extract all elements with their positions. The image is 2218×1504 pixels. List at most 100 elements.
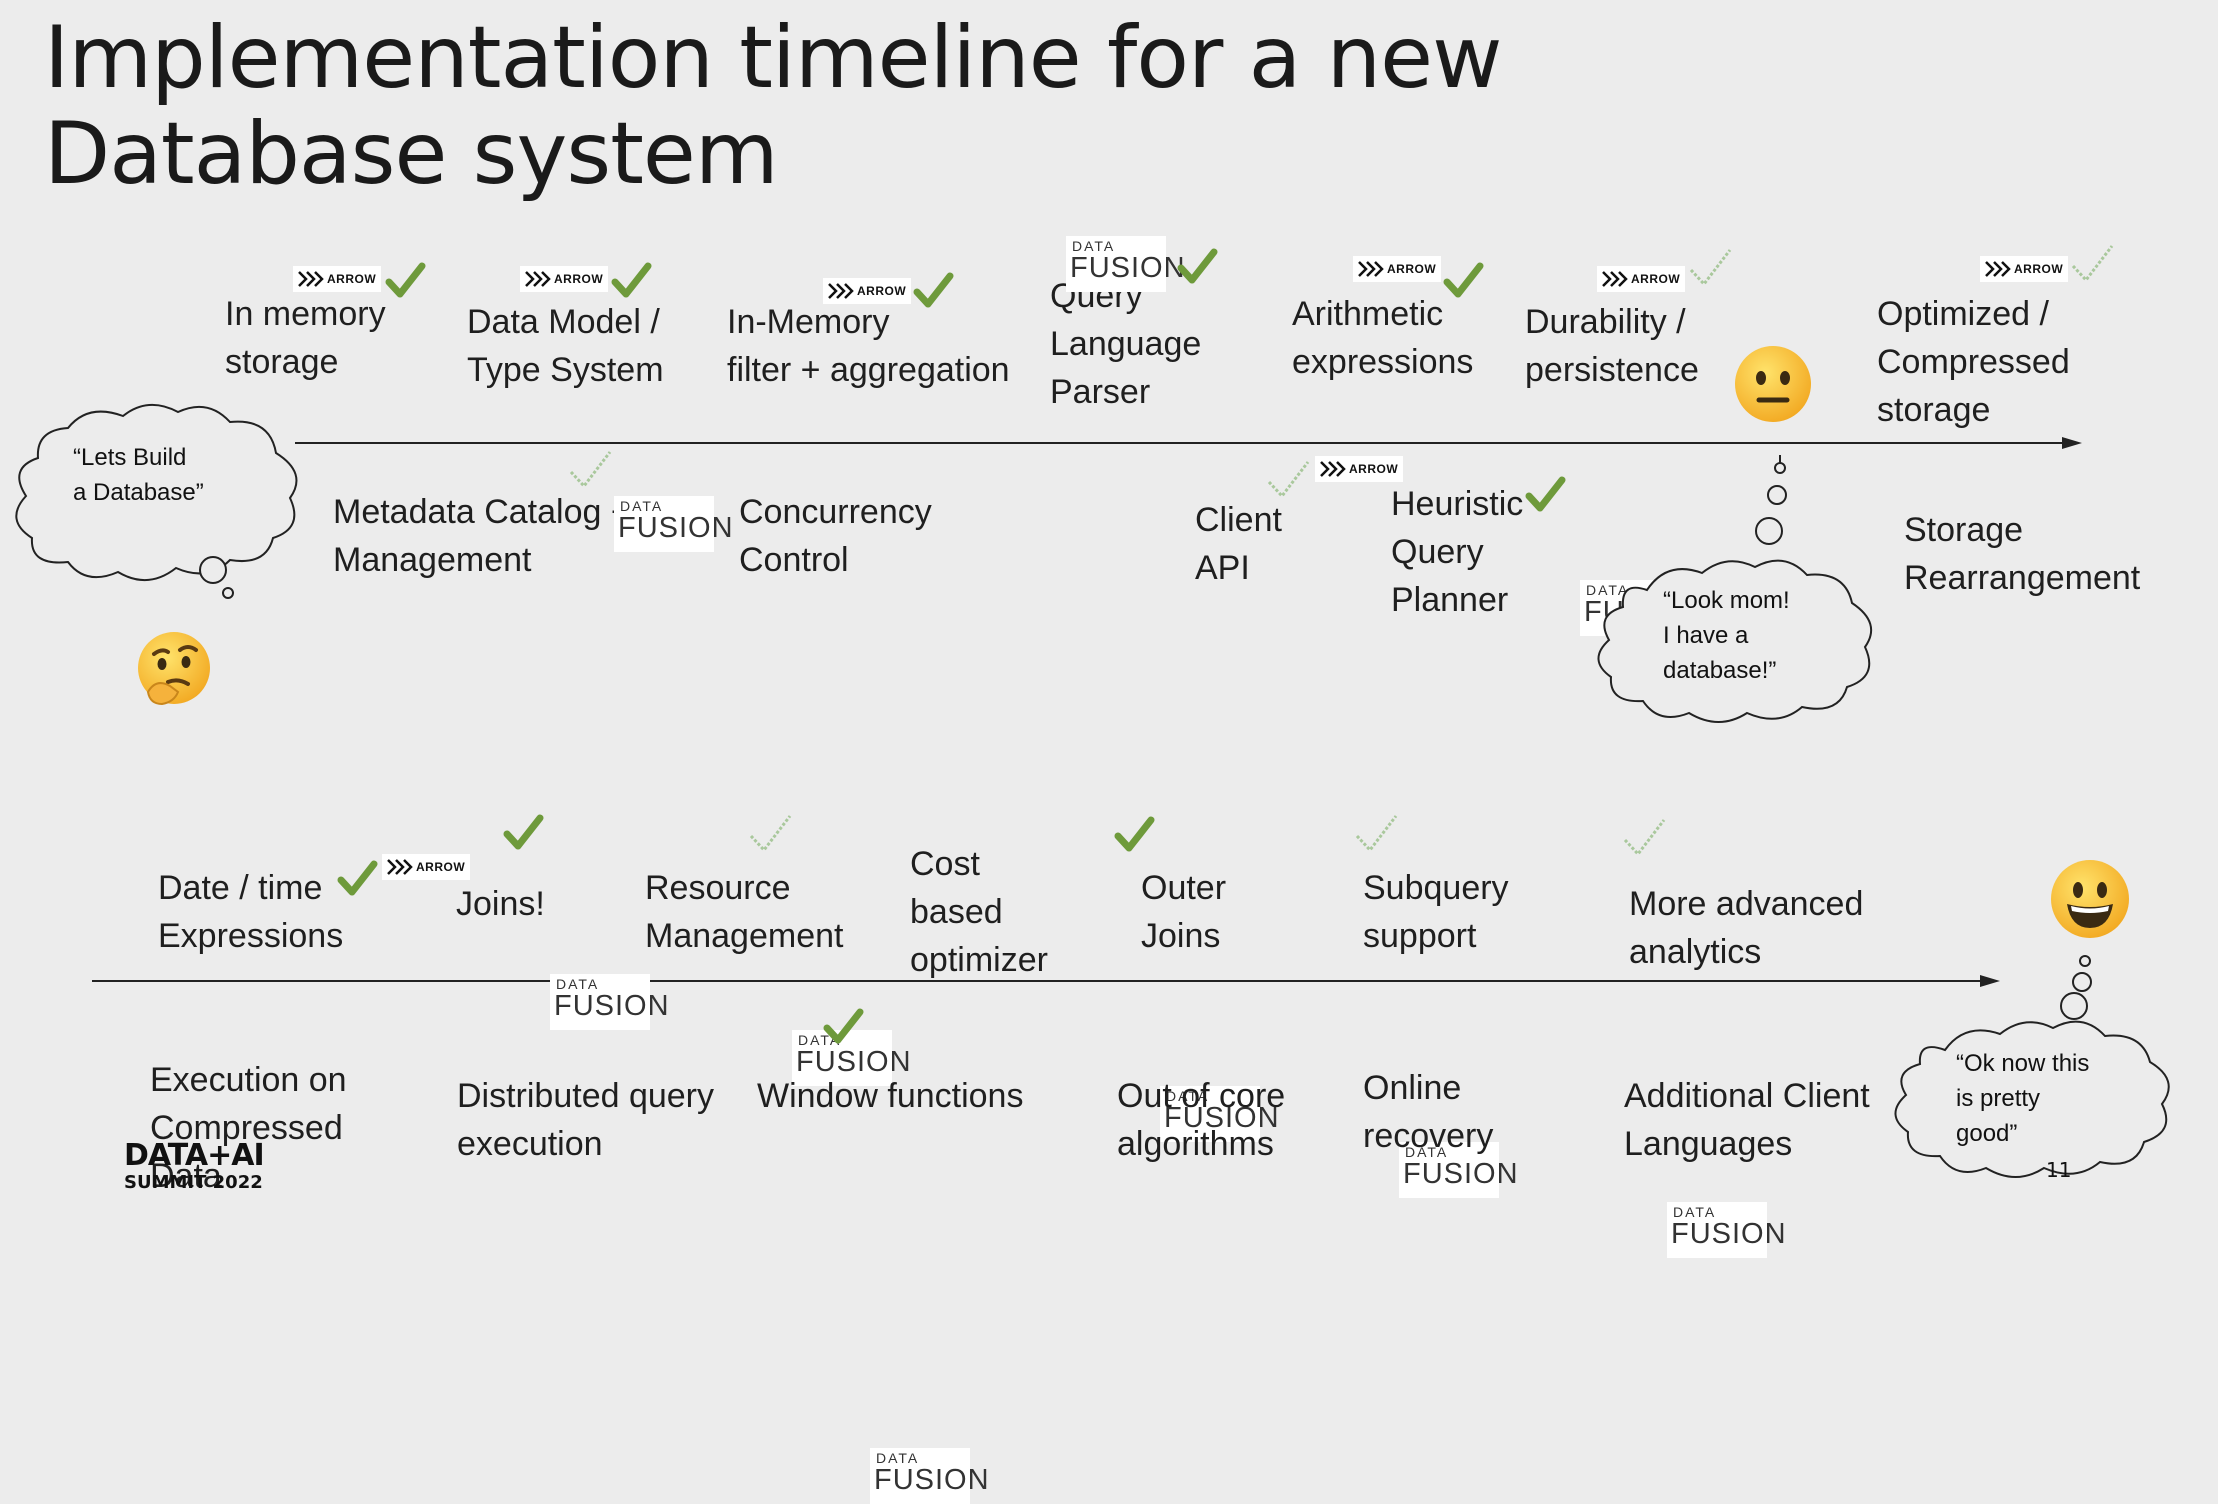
arrow-logo: ARROW [1353,256,1442,282]
thought-bubble-ok-now-text: “Ok now this is pretty good” [1956,1046,2089,1151]
slide-title-line-2: Database system [44,104,779,204]
arrow-chevrons-icon [828,283,854,299]
datafusion-logo-big: FUSION [1164,1102,1280,1134]
milestone-line: Compressed [150,1109,343,1147]
milestone-client-api: Client API [1195,496,1282,592]
milestone-line: Execution on [150,1061,347,1099]
top-timeline-arrowhead [2062,437,2082,449]
checkmark-icon [913,272,954,308]
arrow-chevrons-icon [298,271,324,287]
datafusion-logo-small: DATA [556,976,600,992]
arrow-chevrons-icon [387,859,413,875]
neutral-face-emoji [1735,346,1811,422]
milestone-line: Control [739,541,849,579]
arrow-chevrons-icon [1320,461,1346,477]
milestone-data-model-type-system: Data Model / Type System [467,298,664,394]
checkmark-icon [337,860,378,896]
milestone-line: Rearrangement [1904,559,2141,597]
smiling-face-emoji [2051,860,2129,938]
milestone-line: Compressed [1877,343,2070,381]
checkmark-icon [2071,245,2114,283]
milestone-line: Management [645,917,844,955]
milestone-line: Outer [1141,869,1227,907]
milestone-durability-persistence: Durability / persistence [1525,298,1699,394]
milestone-line: Durability / [1525,303,1686,341]
milestone-subquery-support: Subquery support [1363,864,1509,960]
datafusion-logo: DATA FUSION [550,974,669,1030]
datafusion-logo-small: DATA [1586,582,1630,598]
brand-logo-bottom: SUMMIT 2022 [124,1172,263,1193]
milestone-distributed-query-execution: Distributed query execution [457,1072,714,1168]
milestone-heuristic-query-planner: Heuristic Query Planner [1391,480,1523,624]
milestone-line: Additional Client [1624,1077,1870,1115]
milestone-line: Out of core [1117,1077,1286,1115]
milestone-line: Query [1391,533,1484,571]
milestone-storage-rearrangement: Storage Rearrangement [1904,506,2140,602]
arrow-chevrons-icon [1602,271,1628,287]
arrow-logo-text: ARROW [554,272,604,286]
milestone-line: Management [333,541,532,579]
timeline-arrows [92,437,2082,987]
arrow-logo: ARROW [520,266,609,292]
bubble-line: a Database” [73,479,204,506]
brand-logo-top: DATA+AI [124,1138,265,1173]
milestone-line: Client [1195,501,1282,539]
milestone-line: Data [150,1157,222,1195]
milestone-line: Joins [1141,917,1221,955]
milestone-line: Heuristic [1391,485,1524,523]
checkmark-icon [1355,815,1398,853]
arrow-logo: ARROW [382,854,471,880]
slide-title: Implementation timeline for a new Databa… [44,10,1502,204]
datafusion-logo-big: FUSION [1671,1218,1787,1250]
arrow-logo-text: ARROW [1631,272,1681,286]
milestone-line: Distributed query [457,1077,715,1115]
milestone-line: Concurrency [739,493,932,531]
datafusion-logo-small: DATA [1072,238,1116,254]
milestone-line: storage [1877,391,1991,429]
arrow-logo-text: ARROW [1387,262,1437,276]
milestone-out-of-core-algorithms: Out of core algorithms [1117,1072,1285,1168]
datafusion-logo-small: DATA [620,498,664,514]
milestone-line: persistence [1525,351,1699,389]
bubble-line: database!” [1663,657,1777,684]
checkmark-icon [1623,819,1666,857]
milestone-line: Resource [645,869,791,907]
milestone-line: Data Model / [467,303,660,341]
milestone-window-functions: Window functions [757,1072,1023,1120]
checkmark-icon [1689,249,1732,287]
arrow-logo: ARROW [293,266,382,292]
milestone-line: Subquery [1363,869,1509,907]
checkmark-icon [823,1008,864,1044]
milestone-line: optimizer [910,941,1048,979]
milestone-line: Online [1363,1069,1462,1107]
milestone-execution-on-compressed-data: Execution on Compressed Data [150,1056,347,1200]
milestone-date-time-expressions: Date / time Expressions [158,864,343,960]
page-number: 11 [2046,1158,2072,1182]
milestone-line: More advanced [1629,885,1864,923]
milestone-line: Expressions [158,917,344,955]
bottom-timeline-arrowhead [1980,975,2000,987]
milestone-line: Date / time [158,869,323,907]
bubble-line: “Look mom! [1663,587,1790,614]
milestone-line: Language [1050,325,1202,363]
milestone-line: recovery [1363,1117,1494,1155]
datafusion-logo-big: FUSION [1070,252,1186,284]
milestone-line: Window functions [757,1077,1024,1115]
milestone-outer-joins: Outer Joins [1141,864,1226,960]
datafusion-logo: DATA FUSION [1160,1086,1279,1142]
datafusion-logo-small: DATA [1405,1144,1449,1160]
arrow-chevrons-icon [1358,261,1384,277]
checkmark-icon [569,451,612,489]
datafusion-logo-big: FUSION [618,512,734,544]
milestone-line: based [910,893,1003,931]
datafusion-logo-small: DATA [1166,1088,1210,1104]
bubble-line: “Ok now this [1956,1050,2090,1077]
milestone-line: Planner [1391,581,1509,619]
milestone-query-language-parser: Query Language Parser [1050,272,1201,416]
milestone-line: expressions [1292,343,1474,381]
checkmark-icon [611,262,652,298]
milestone-line: filter + aggregation [727,351,1010,389]
arrow-logo-text: ARROW [1349,462,1399,476]
milestone-line: Arithmetic [1292,295,1444,333]
milestone-line: In-Memory [727,303,890,341]
